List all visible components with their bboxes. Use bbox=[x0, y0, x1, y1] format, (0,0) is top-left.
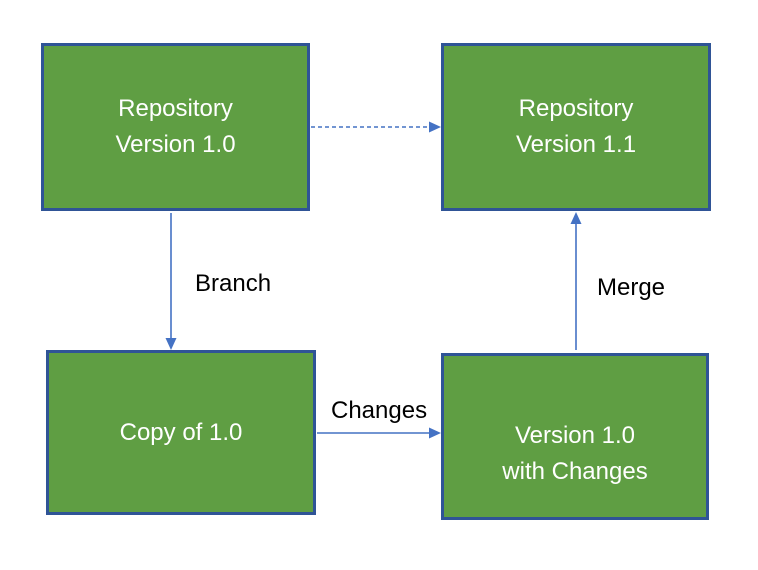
edge-label-changes: Changes bbox=[331, 397, 428, 424]
node-text-line: Repository bbox=[118, 95, 233, 122]
node-repository-version-1-1: Repository Version 1.1 bbox=[441, 43, 711, 211]
node-text: Repository Version 1.1 bbox=[516, 91, 636, 163]
edge-label-branch: Branch bbox=[195, 270, 272, 297]
node-text-line: with Changes bbox=[502, 457, 648, 485]
node-repository-version-1-0: Repository Version 1.0 bbox=[41, 43, 310, 211]
node-text-line: Repository bbox=[518, 95, 634, 122]
node-copy-of-1-0: Copy of 1.0 bbox=[46, 350, 316, 515]
node-text-line: Version 1.1 bbox=[515, 131, 637, 158]
node-text-line: Copy of 1.0 bbox=[119, 418, 243, 446]
node-text: Copy of 1.0 bbox=[120, 415, 243, 451]
node-text-line: Version 1.0 bbox=[514, 421, 636, 449]
changes-arrow bbox=[317, 427, 441, 439]
node-text: Version 1.0 with Changes bbox=[502, 418, 647, 490]
node-version-1-0-with-changes: Version 1.0 with Changes bbox=[441, 353, 709, 520]
branch-arrow bbox=[165, 213, 177, 350]
merge-arrow bbox=[570, 212, 582, 350]
dashed-update-arrow bbox=[311, 121, 441, 133]
edge-label-merge: Merge bbox=[597, 274, 666, 301]
node-text-line: Version 1.0 bbox=[115, 131, 236, 158]
node-text: Repository Version 1.0 bbox=[115, 91, 235, 163]
